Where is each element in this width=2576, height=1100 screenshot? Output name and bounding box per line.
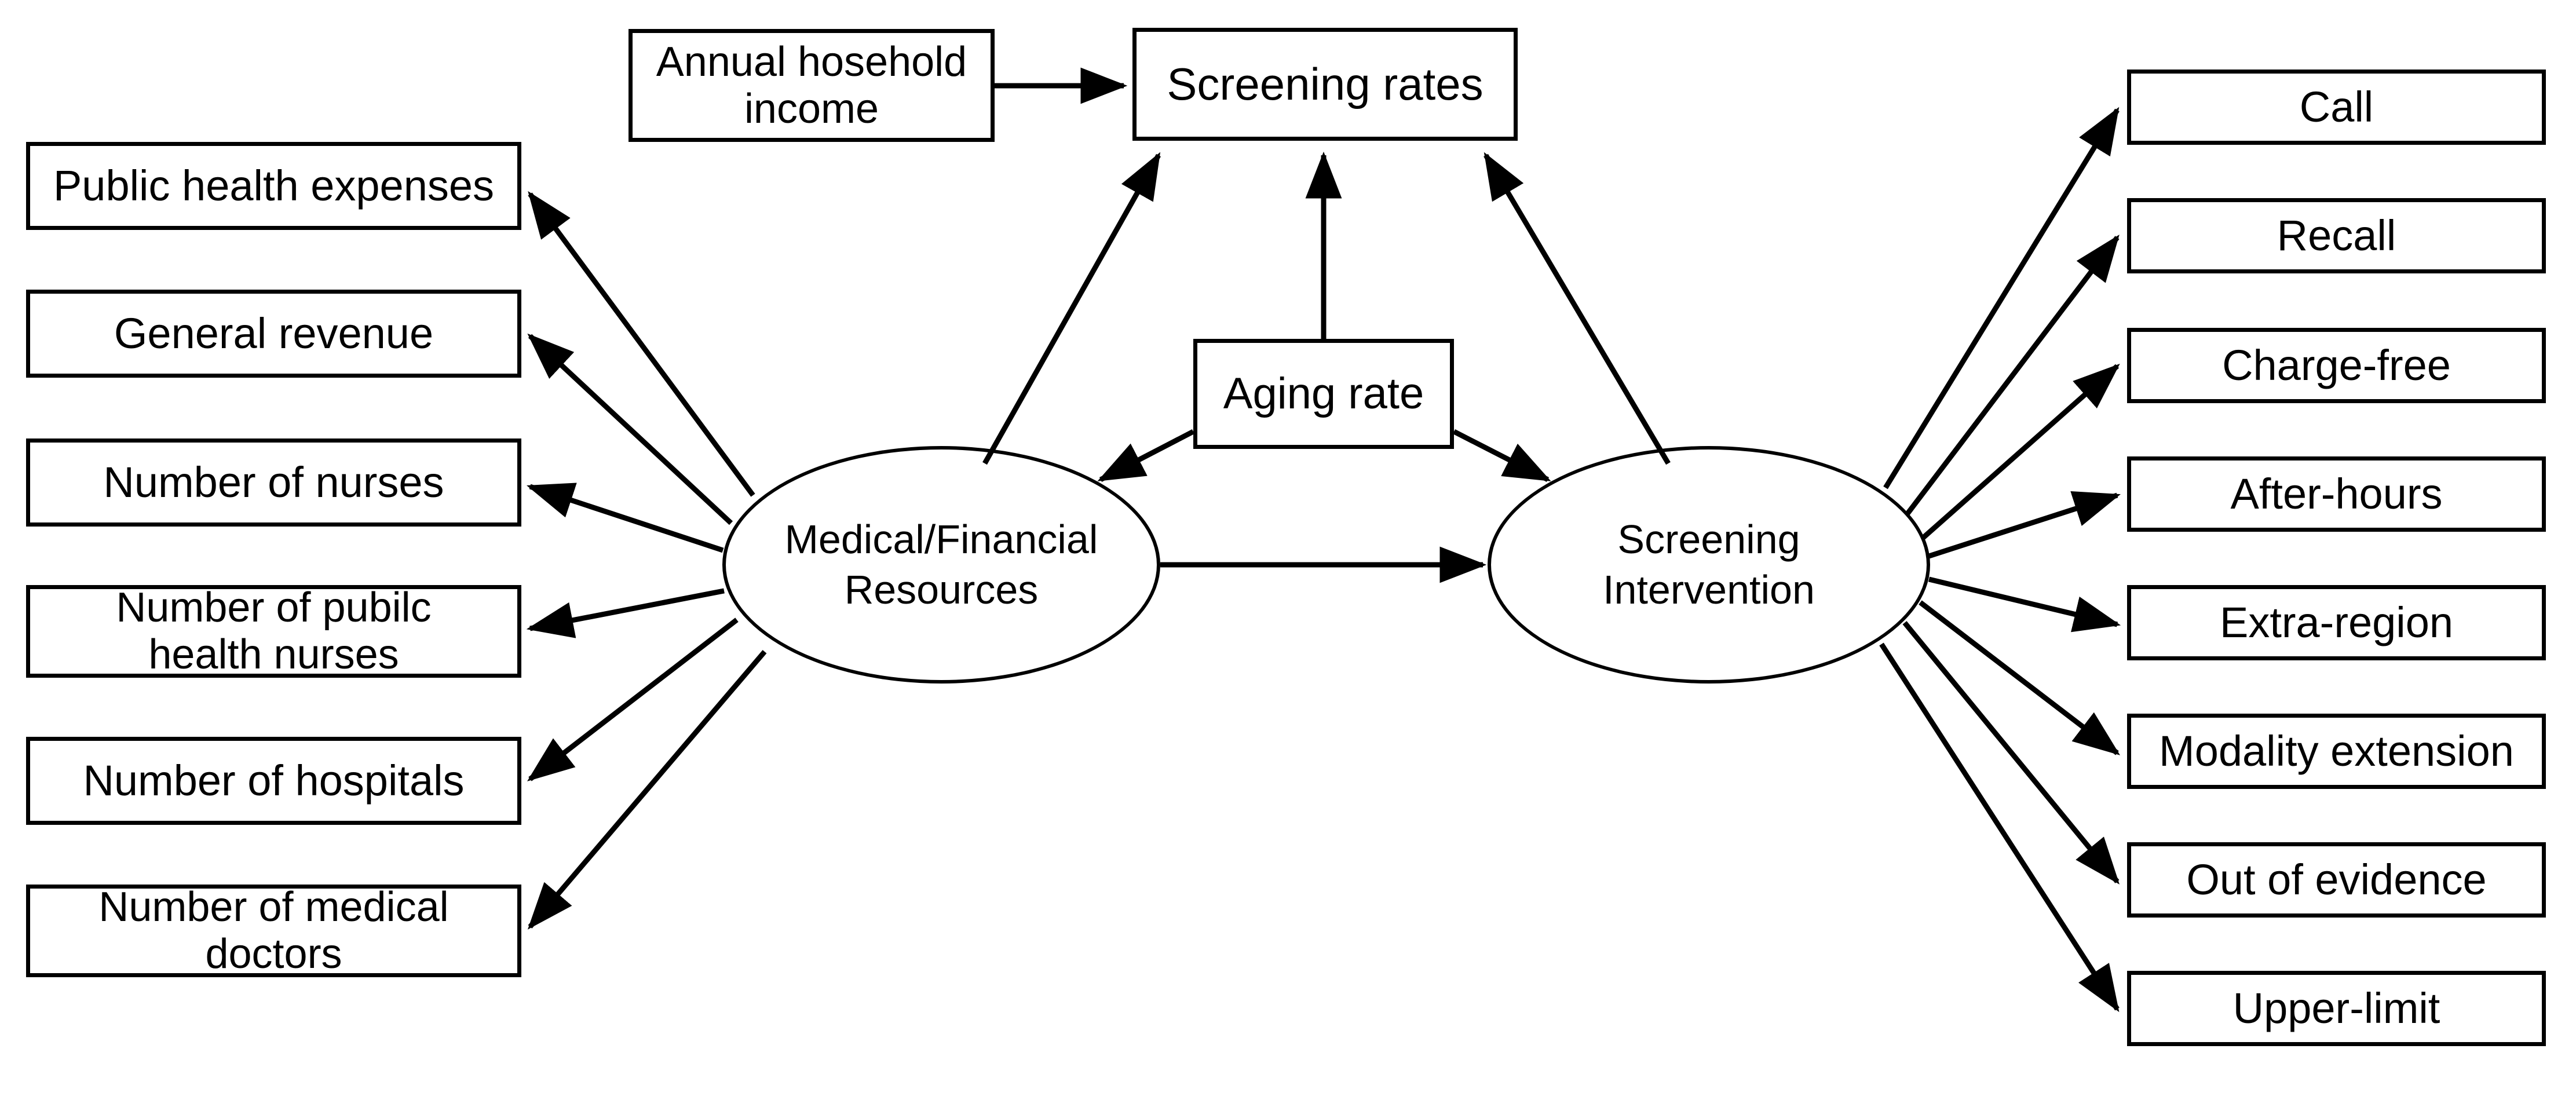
edge-mfr-to-number-of-nurses [527,483,724,553]
node-modality-extension-label: Modality extension [2159,726,2514,775]
edge-si-to-charge-free [1920,363,2120,541]
node-after-hours-label: After-hours [2230,469,2443,518]
edge-si-to-call [1883,107,2120,489]
edge-aging-to-si [1452,429,1551,483]
edge-si-to-out-of-evidence [1902,621,2120,885]
edge-mfr-to-number-of-public-health-nurses [526,588,725,638]
edge-mfr-to-number-of-medical-doctors [527,650,767,930]
node-number-of-public-health-nurses-label: Number of pubilc health nurses [116,584,432,678]
edge-aging-to-mfr [1097,429,1195,482]
node-number-of-hospitals-label: Number of hospitals [83,756,465,805]
node-call-label: Call [2299,82,2374,131]
node-out-of-evidence[interactable]: Out of evidence [2127,842,2546,918]
node-recall-label: Recall [2277,211,2396,260]
node-upper-limit[interactable]: Upper-limit [2127,971,2546,1046]
node-recall[interactable]: Recall [2127,198,2546,273]
edge-si-to-extra-region [1928,576,2121,633]
edge-si-to-after-hours [1928,491,2121,559]
edge-si-to-upper-limit [1879,642,2120,1013]
node-charge-free[interactable]: Charge-free [2127,328,2546,403]
node-after-hours[interactable]: After-hours [2127,456,2546,532]
node-call[interactable]: Call [2127,70,2546,145]
edge-mfr-to-general-revenue [527,333,733,525]
edge-si-to-screening-rates [1484,152,1671,465]
node-annual-household-income-label: Annual hosehold income [656,38,967,132]
node-modality-extension[interactable]: Modality extension [2127,714,2546,789]
node-extra-region[interactable]: Extra-region [2127,585,2546,660]
node-general-revenue-label: General revenue [114,309,434,357]
edge-mfr-to-screening-rates [982,152,1161,465]
node-number-of-nurses[interactable]: Number of nurses [26,438,521,527]
node-number-of-nurses-label: Number of nurses [103,458,444,506]
node-public-health-expenses[interactable]: Public health expenses [26,142,521,230]
edge-si-to-modality-extension [1919,600,2121,755]
node-public-health-expenses-label: Public health expenses [53,161,495,210]
node-out-of-evidence-label: Out of evidence [2186,855,2487,904]
node-number-of-hospitals[interactable]: Number of hospitals [26,737,521,825]
node-charge-free-label: Charge-free [2222,341,2451,389]
node-upper-limit-label: Upper-limit [2232,984,2440,1032]
node-aging-rate[interactable]: Aging rate [1193,339,1454,449]
edge-mfr-to-public-health-expenses [528,191,755,497]
node-screening-rates-label: Screening rates [1167,58,1484,109]
node-aging-rate-label: Aging rate [1223,369,1424,419]
node-number-of-medical-doctors[interactable]: Number of medical doctors [26,884,521,977]
node-annual-household-income[interactable]: Annual hosehold income [629,29,995,142]
node-number-of-medical-doctors-label: Number of medical doctors [98,884,449,977]
node-screening-rates[interactable]: Screening rates [1132,28,1518,141]
node-number-of-public-health-nurses[interactable]: Number of pubilc health nurses [26,584,521,678]
node-extra-region-label: Extra-region [2219,598,2454,646]
edge-mfr-to-number-of-hospitals [527,617,739,781]
node-general-revenue[interactable]: General revenue [26,290,521,378]
edge-si-to-recall [1905,234,2120,516]
